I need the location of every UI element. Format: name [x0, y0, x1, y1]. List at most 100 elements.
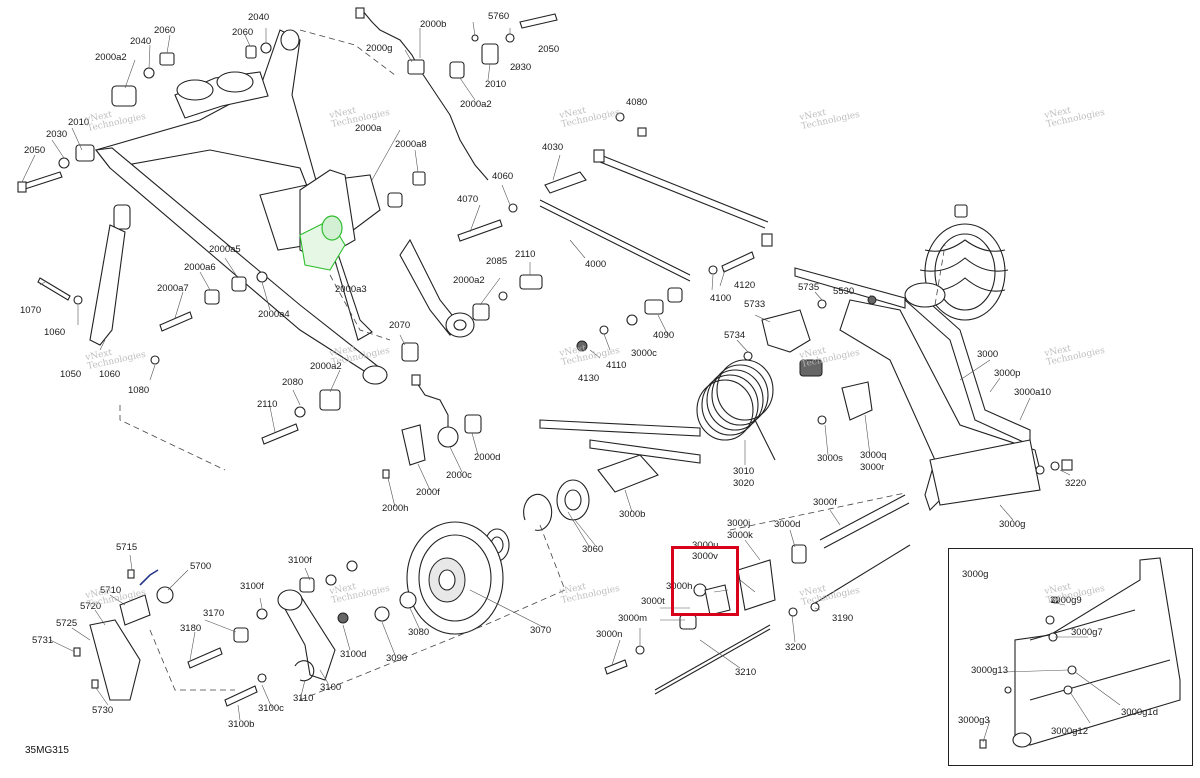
- part-label: 1060: [44, 327, 66, 338]
- left-knuckle-hardware: [37, 204, 268, 365]
- part-label: 3000g13: [971, 665, 1008, 676]
- part-label: 3000s: [817, 453, 843, 464]
- part-label: 4080: [626, 97, 648, 108]
- part-label: 2080: [282, 377, 304, 388]
- part-label: 3100c: [258, 703, 284, 714]
- part-label: 2000a7: [157, 283, 189, 294]
- part-label: 4030: [542, 142, 564, 153]
- part-label: 3090: [386, 653, 408, 664]
- part-label: 3190: [832, 613, 854, 624]
- part-label: 2000h: [382, 503, 409, 514]
- part-label: 4090: [653, 330, 675, 341]
- part-label: 3100b: [228, 719, 255, 730]
- part-label: 3000t: [641, 596, 665, 607]
- part-label: 1080: [128, 385, 150, 396]
- part-label: 3110: [293, 693, 314, 704]
- part-label: 4060: [492, 171, 514, 182]
- part-label: 4100: [710, 293, 732, 304]
- part-label: 2030: [510, 62, 532, 73]
- part-label: 3000b: [619, 509, 646, 520]
- part-label: 3000d: [774, 519, 801, 530]
- inset-drawing: [979, 557, 1181, 749]
- part-label: 4000: [585, 259, 607, 270]
- part-label: 4130: [578, 373, 600, 384]
- part-label: 3000g9: [1050, 595, 1082, 606]
- part-label: 3210: [735, 667, 757, 678]
- part-label: 2000d: [474, 452, 501, 463]
- part-label: 1050: [60, 369, 82, 380]
- diagram-code: 35MG315: [25, 745, 69, 756]
- part-label: 3000k: [727, 530, 753, 541]
- part-label: 2000a: [355, 123, 382, 134]
- part-label: 2000a2: [453, 275, 485, 286]
- part-label: 5730: [92, 705, 114, 716]
- part-label: 5734: [724, 330, 746, 341]
- part-label: 4120: [734, 280, 756, 291]
- part-label: 3000j: [727, 518, 751, 529]
- part-label: 2085: [486, 256, 508, 267]
- part-label: 3000g1d: [1121, 707, 1158, 718]
- part-label: 5720: [80, 601, 102, 612]
- right-mount-hardware: [604, 459, 1073, 695]
- part-label: 3000h: [666, 581, 693, 592]
- part-label: 5725: [56, 618, 78, 629]
- part-label: 2000a2: [310, 361, 342, 372]
- part-label: 5733: [744, 299, 766, 310]
- part-label: 3000f: [813, 497, 837, 508]
- part-label: 5735: [798, 282, 820, 293]
- upper-arm-assembly: [94, 29, 475, 385]
- part-label: 3000v: [692, 551, 718, 562]
- part-label: 4110: [606, 360, 627, 371]
- part-label: 2000a2: [460, 99, 492, 110]
- part-label: 2110: [515, 249, 536, 260]
- part-label: 2000f: [416, 487, 440, 498]
- inset-title: 3000g: [962, 569, 989, 580]
- part-label: 3070: [530, 625, 552, 636]
- part-label: 3100d: [340, 649, 367, 660]
- part-label: 3220: [1065, 478, 1087, 489]
- part-label: 3060: [582, 544, 604, 555]
- leader-lines: [21, 21, 1121, 743]
- part-label: 3000g12: [1051, 726, 1088, 737]
- part-label: 5731: [32, 635, 54, 646]
- part-label: 3000c: [631, 348, 657, 359]
- tie-rods: [457, 112, 773, 282]
- part-label: 1060: [99, 369, 121, 380]
- part-label: 5700: [190, 561, 212, 572]
- part-label: 2040: [248, 12, 270, 23]
- part-label: 3000g7: [1071, 627, 1103, 638]
- highlight-box: [671, 546, 739, 616]
- part-label: 2000c: [446, 470, 472, 481]
- part-label: 2010: [485, 79, 507, 90]
- part-label: 3000: [977, 349, 999, 360]
- part-label: 3000m: [618, 613, 648, 624]
- part-label: 5715: [116, 542, 138, 553]
- part-label: 3100f: [288, 555, 312, 566]
- part-label: 2050: [24, 145, 46, 156]
- part-label: 3000q: [860, 450, 887, 461]
- part-label: 2000a8: [395, 139, 427, 150]
- part-label: 3170: [203, 608, 225, 619]
- part-label: 2030: [46, 129, 68, 140]
- part-label: 4070: [457, 194, 479, 205]
- part-label: 2010: [68, 117, 90, 128]
- torsion-spring: [696, 359, 776, 461]
- part-label: 3010: [733, 466, 755, 477]
- part-label: 3080: [408, 627, 430, 638]
- part-label: 3000p: [994, 368, 1021, 379]
- part-label: 3000a10: [1014, 387, 1051, 398]
- part-label: 3000u: [692, 540, 719, 551]
- part-label: 2050: [538, 44, 560, 55]
- part-label: 3100: [320, 682, 342, 693]
- part-label: 3200: [785, 642, 807, 653]
- part-label: 3000g: [999, 519, 1026, 530]
- part-label: 1070: [20, 305, 42, 316]
- 3100-arm: [187, 560, 358, 707]
- part-label: 2060: [154, 25, 176, 36]
- part-label: 2000a3: [335, 284, 367, 295]
- part-label: 2000b: [420, 19, 447, 30]
- part-label: 5710: [100, 585, 122, 596]
- part-label: 5530: [833, 286, 855, 297]
